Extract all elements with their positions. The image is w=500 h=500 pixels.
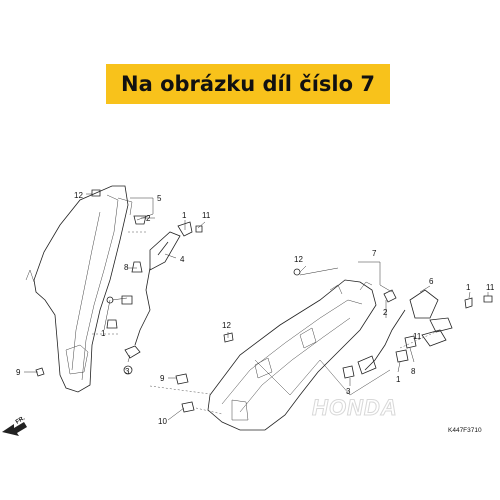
callout-labels: 12 5 2 1 11 4 8 1 9 12 3 7 12 2 6 1 11 8… <box>16 191 495 426</box>
honda-watermark: HONDA <box>254 359 398 421</box>
callout-label: 12 <box>222 321 231 330</box>
callout-label: 5 <box>157 194 162 203</box>
diagram-code: K447F3710 <box>448 427 482 434</box>
callout-label: 2 <box>146 214 151 223</box>
callout-label: 11 <box>413 332 422 341</box>
part-number-banner: Na obrázku díl číslo 7 <box>106 64 390 104</box>
callout-label: 12 <box>74 191 83 200</box>
callout-label: 1 <box>182 211 187 220</box>
callout-label: 6 <box>429 277 434 286</box>
callout-label: 12 <box>294 255 303 264</box>
left-cowl-assembly <box>25 185 133 393</box>
callout-label: 3 <box>125 367 130 376</box>
callout-label: 2 <box>383 308 388 317</box>
arrow-icon <box>2 422 27 436</box>
wing-logo <box>254 359 391 396</box>
fr-label: FR. <box>15 415 27 425</box>
leader-lines <box>24 193 489 421</box>
callout-label: 3 <box>346 387 351 396</box>
watermark-text: HONDA <box>312 395 398 420</box>
headlight-assembly <box>207 279 377 431</box>
front-direction-arrow: FR. <box>2 415 27 436</box>
callout-label: 10 <box>158 417 167 426</box>
banner-text: Na obrázku díl číslo 7 <box>121 72 375 96</box>
left-small-parts <box>35 189 203 377</box>
callout-label: 9 <box>16 368 21 377</box>
right-small-parts <box>175 268 493 413</box>
callout-label: 7 <box>372 249 377 258</box>
callout-label: 8 <box>411 367 416 376</box>
callout-label: 1 <box>466 283 471 292</box>
callout-label: 1 <box>101 329 106 338</box>
callout-label: 11 <box>202 211 211 220</box>
callout-label: 4 <box>180 255 185 264</box>
callout-label: 9 <box>160 374 165 383</box>
callout-label: 11 <box>486 283 495 292</box>
callout-label: 8 <box>124 263 129 272</box>
callout-label: 1 <box>396 375 401 384</box>
